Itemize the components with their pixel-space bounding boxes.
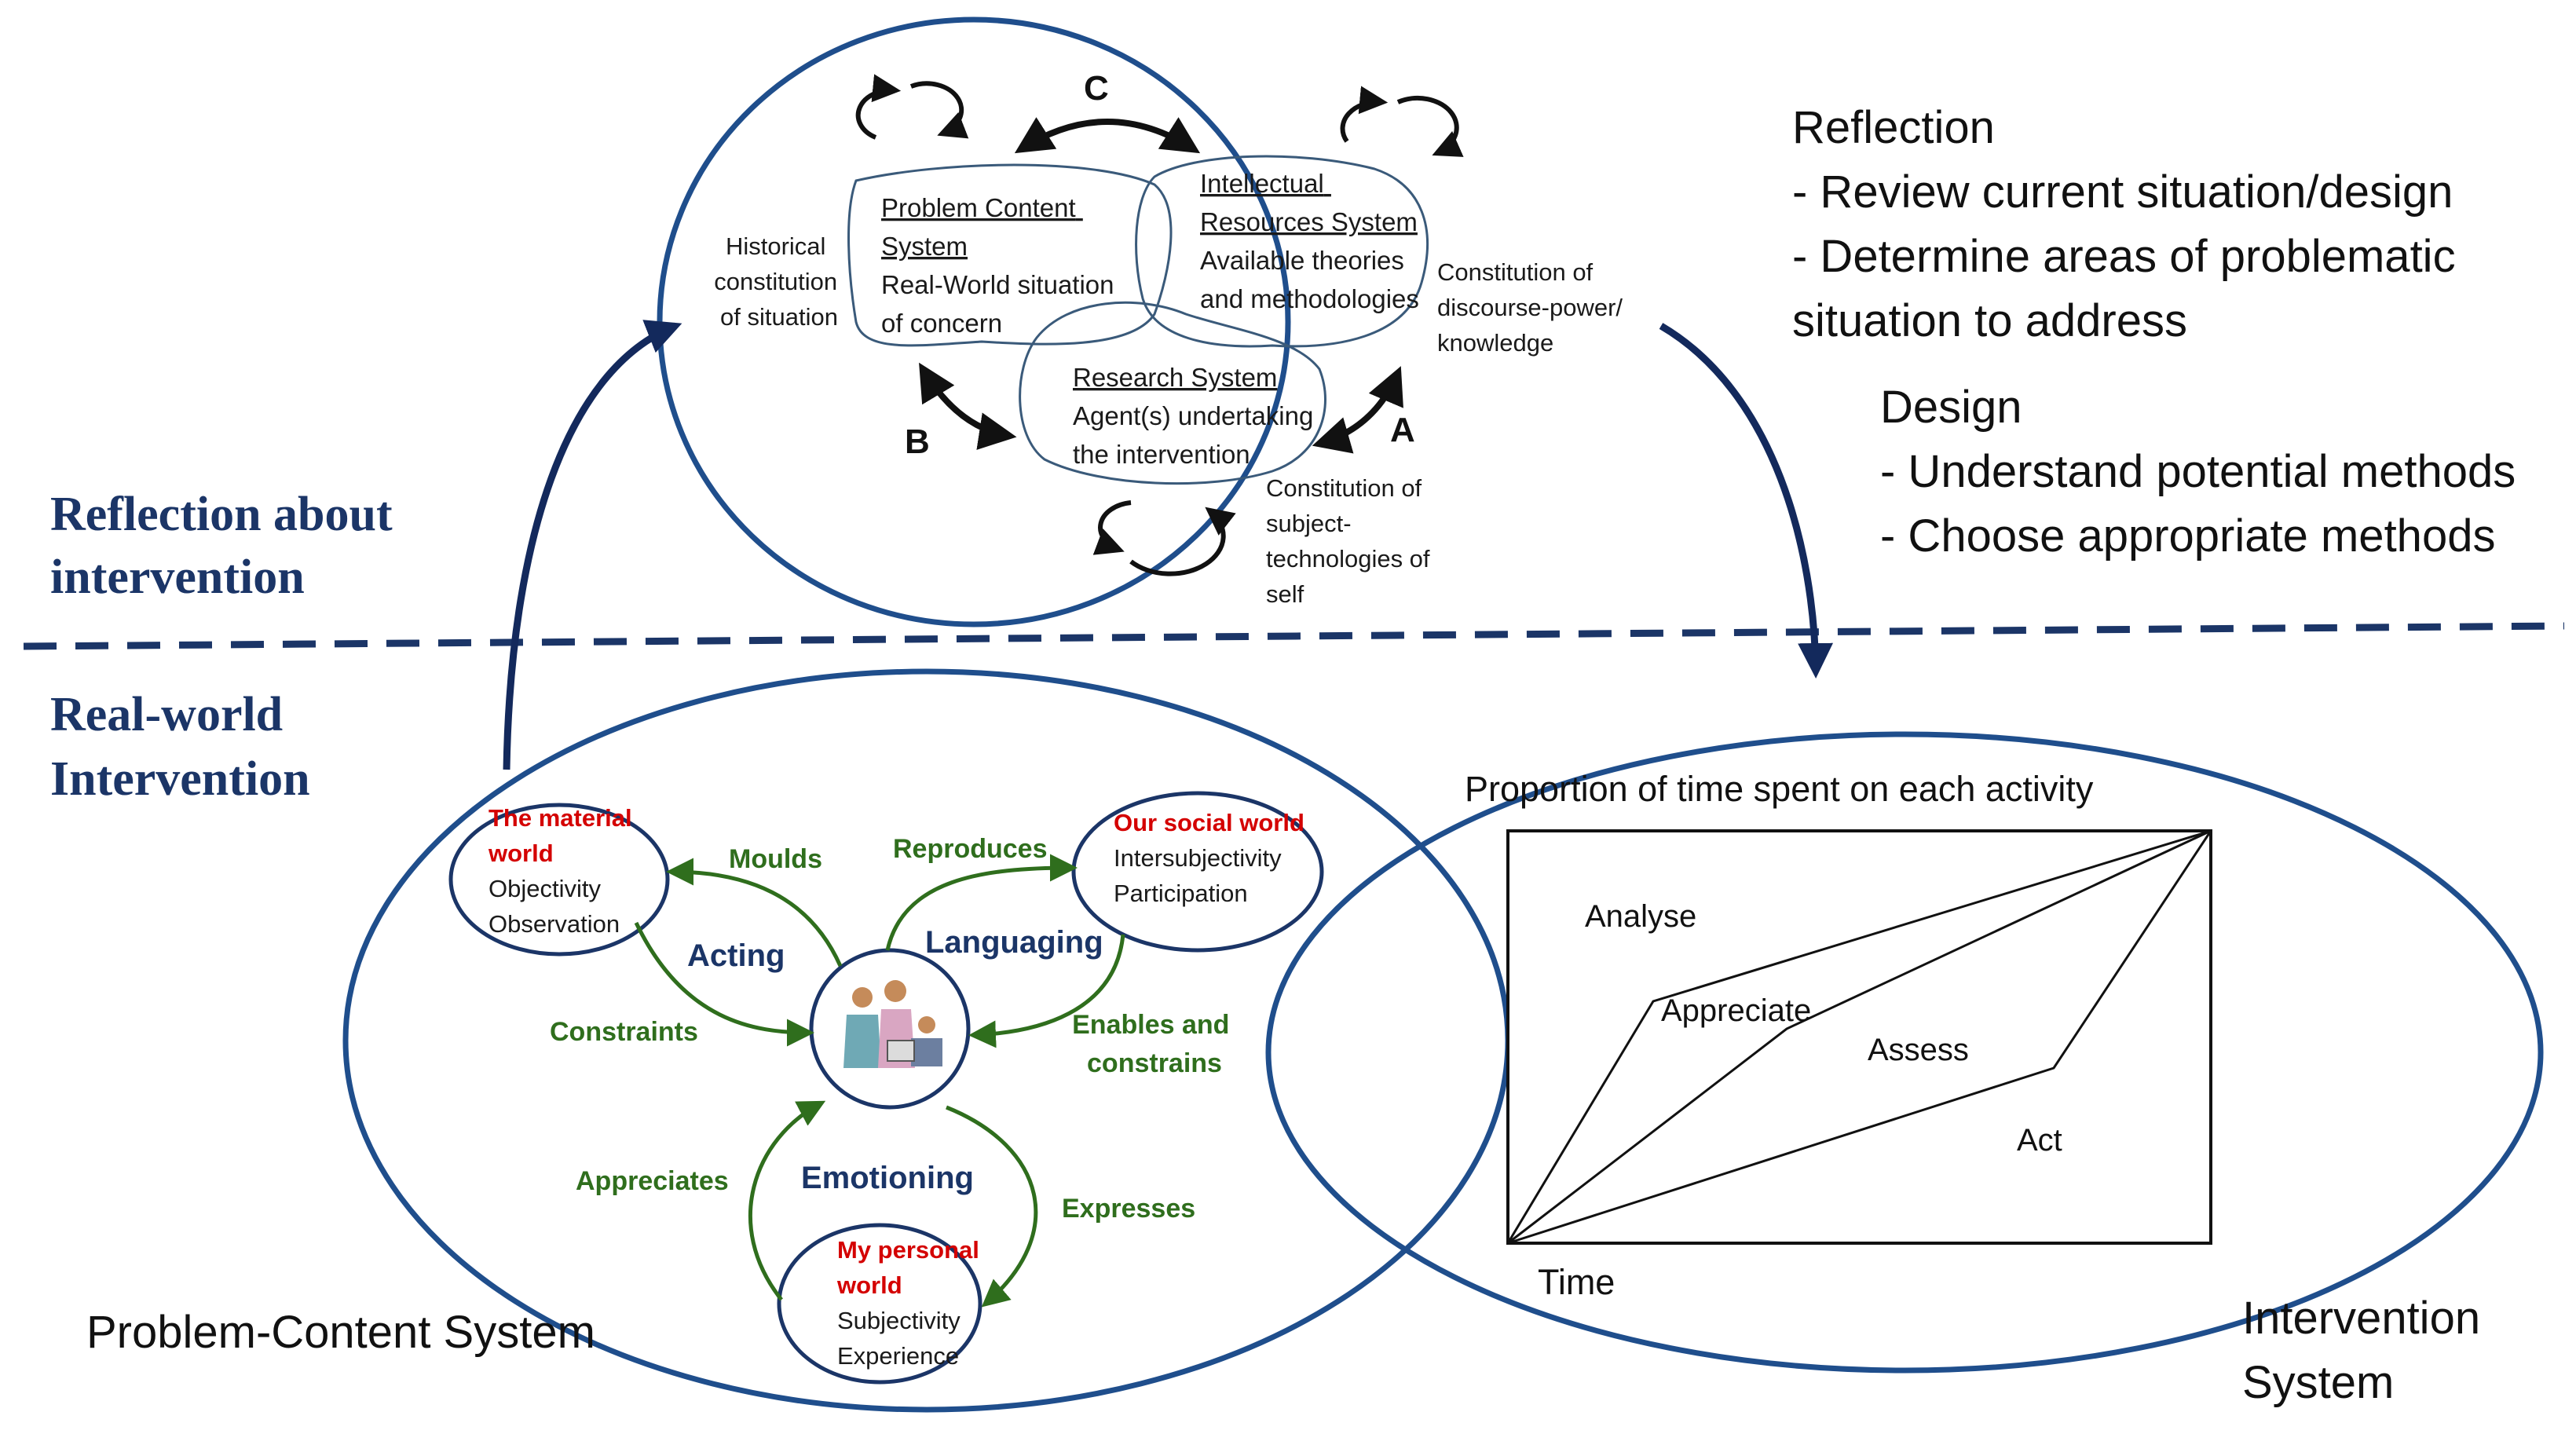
reflection-title: Reflection bbox=[1792, 102, 1995, 153]
enables-label: Enables and constrains bbox=[1072, 1010, 1237, 1078]
section-title-reflection: Reflection about intervention bbox=[50, 488, 404, 604]
intellectual-body: Available theories and methodologies bbox=[1200, 246, 1419, 313]
subject-label: Constitution of subject- technologies of… bbox=[1266, 474, 1436, 608]
acting-label: Acting bbox=[687, 938, 785, 973]
emotioning-label: Emotioning bbox=[801, 1161, 974, 1195]
moulds-label: Moulds bbox=[729, 844, 822, 874]
appreciates-label: Appreciates bbox=[576, 1166, 729, 1196]
label-c: C bbox=[1084, 69, 1109, 108]
section-title-real-world: Real-world Intervention bbox=[50, 688, 310, 806]
design-list: - Understand potential methods - Choose … bbox=[1880, 446, 2528, 562]
discourse-label: Constitution of discourse-power/ knowled… bbox=[1437, 258, 1630, 357]
arrow-moulds bbox=[666, 858, 843, 968]
region-appreciate: Appreciate bbox=[1661, 993, 1811, 1028]
arrow-a bbox=[1312, 366, 1403, 454]
arrow-constraints bbox=[634, 921, 814, 1047]
cycle-icon-bottom bbox=[1092, 500, 1236, 576]
divider-line bbox=[23, 622, 2565, 650]
expresses-label: Expresses bbox=[1062, 1194, 1195, 1224]
historical-label: Historical constitution of situation bbox=[714, 232, 843, 331]
intervention-system-caption: Intervention System bbox=[2242, 1293, 2493, 1408]
cycle-icon-top-right bbox=[1340, 86, 1464, 157]
intellectual-title: Intellectual Resources System bbox=[1200, 169, 1418, 236]
design-title: Design bbox=[1880, 382, 2022, 433]
research-body: Agent(s) undertaking the intervention bbox=[1073, 401, 1321, 469]
arrow-b bbox=[919, 362, 1017, 450]
material-world-body: Objectivity Observation bbox=[488, 875, 620, 938]
region-analyse: Analyse bbox=[1585, 899, 1696, 934]
region-assess: Assess bbox=[1868, 1033, 1969, 1067]
chart-lines bbox=[1506, 829, 2212, 1245]
arrow-c bbox=[1014, 117, 1201, 154]
arrow-expresses bbox=[946, 1105, 1038, 1308]
arrow-enables bbox=[968, 934, 1125, 1048]
material-world-title: The material world bbox=[488, 804, 639, 867]
personal-world-circle bbox=[777, 1223, 982, 1385]
chart-frame bbox=[1506, 829, 2212, 1245]
problem-content-blob bbox=[847, 163, 1173, 347]
problem-content-system-caption: Problem-Content System bbox=[86, 1307, 595, 1358]
label-b: B bbox=[905, 423, 930, 461]
reflection-list: - Review current situation/design - Dete… bbox=[1792, 166, 2468, 346]
intervention-ellipse bbox=[1265, 731, 2544, 1374]
social-world-title: Our social world bbox=[1114, 809, 1304, 836]
social-world-body: Intersubjectivity Participation bbox=[1114, 844, 1288, 907]
arrow-to-reflection bbox=[503, 320, 682, 770]
personal-world-body: Subjectivity Experience bbox=[837, 1307, 967, 1370]
region-act: Act bbox=[2017, 1123, 2062, 1158]
chart-x-label: Time bbox=[1538, 1262, 1615, 1302]
intellectual-blob bbox=[1135, 155, 1429, 348]
label-a: A bbox=[1390, 411, 1415, 449]
chart-title: Proportion of time spent on each activit… bbox=[1465, 769, 2094, 809]
reproduces-label: Reproduces bbox=[893, 834, 1048, 864]
arrow-appreciates bbox=[748, 1100, 826, 1301]
constraints-label: Constraints bbox=[550, 1017, 698, 1047]
people-at-computer-icon bbox=[843, 980, 942, 1068]
problem-content-body: Real-World situation of concern bbox=[881, 270, 1122, 338]
problem-content-title: Problem Content System bbox=[881, 193, 1083, 261]
arrow-to-intervention bbox=[1659, 323, 1834, 679]
personal-world-title: My personal world bbox=[836, 1236, 986, 1299]
cycle-icon-top-left bbox=[855, 74, 969, 140]
arrow-reproduces bbox=[885, 854, 1078, 951]
research-title: Research System bbox=[1073, 363, 1277, 392]
languaging-label: Languaging bbox=[925, 925, 1103, 960]
